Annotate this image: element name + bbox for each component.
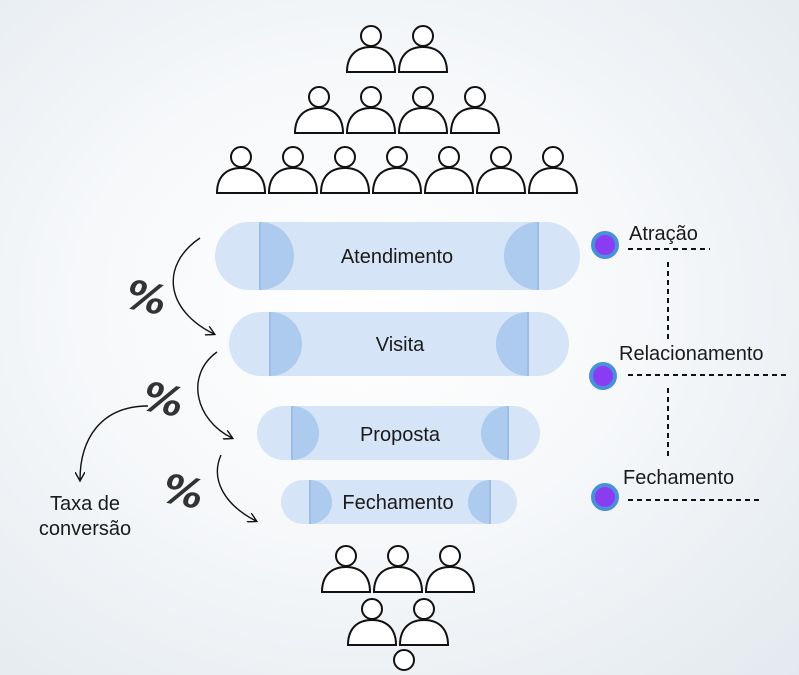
person-icon [372, 545, 424, 593]
person-icon [319, 146, 371, 194]
stage-bar-right-cap [496, 312, 528, 376]
stage-bar-right-cap [481, 406, 508, 460]
phase-label-relacionamento: Relacionamento [619, 343, 764, 365]
stage-bar [215, 222, 580, 290]
percent-symbol: % [159, 466, 208, 519]
person-icon [320, 545, 372, 593]
stage-bar-left-cap [292, 406, 319, 460]
person-icon [215, 146, 267, 194]
single-person-head-icon [393, 649, 415, 671]
stage-label: Proposta [360, 424, 441, 446]
person-icon [397, 25, 449, 73]
bottom-crowd [320, 545, 476, 646]
percent-symbol: % [139, 374, 188, 427]
person-icon [424, 545, 476, 593]
person-icon [423, 146, 475, 194]
person-icon [449, 86, 501, 134]
bullet-icon [591, 231, 619, 259]
person-icon [267, 146, 319, 194]
bullet-icon [591, 483, 619, 511]
stage-bar-left-cap [310, 480, 332, 524]
percent-symbol: % [122, 272, 171, 325]
stage-atendimento: Atendimento [215, 222, 580, 290]
stage-label: Visita [376, 334, 425, 356]
stage-bar-left-cap [270, 312, 302, 376]
person-icon [293, 86, 345, 134]
curved-arrow-icon [197, 351, 232, 438]
conversion-label-line1: Taxa de [50, 493, 120, 515]
curved-arrow-icon [216, 454, 256, 521]
person-icon [527, 146, 579, 194]
person-icon [345, 25, 397, 73]
person-icon [346, 598, 398, 646]
stage-proposta: Proposta [257, 406, 540, 460]
person-icon [475, 146, 527, 194]
phase-label-fechamento: Fechamento [623, 467, 734, 489]
stage-bar [281, 480, 517, 524]
bullet-icon [589, 362, 617, 390]
conversion-label-line2: conversão [39, 518, 131, 540]
person-icon [398, 598, 450, 646]
conversion-arrows [80, 237, 256, 521]
person-icon [345, 86, 397, 134]
person-icon [397, 86, 449, 134]
curved-arrow-icon [172, 237, 214, 334]
stage-label: Fechamento [342, 492, 453, 514]
person-icon [371, 146, 423, 194]
stage-bar-right-cap [468, 480, 490, 524]
stage-bar [229, 312, 569, 376]
stage-bar-left-cap [260, 222, 294, 290]
phase-label-atracao: Atração [629, 223, 698, 245]
stage-bar-right-cap [504, 222, 538, 290]
top-crowd [215, 25, 579, 194]
stage-fechamento: Fechamento [281, 480, 517, 524]
stage-label: Atendimento [341, 246, 453, 268]
curved-arrow-icon [80, 405, 149, 480]
stage-bar [257, 406, 540, 460]
phase-legend: Atração Relacionamento Fechamento [589, 223, 790, 511]
stage-visita: Visita [229, 312, 569, 376]
